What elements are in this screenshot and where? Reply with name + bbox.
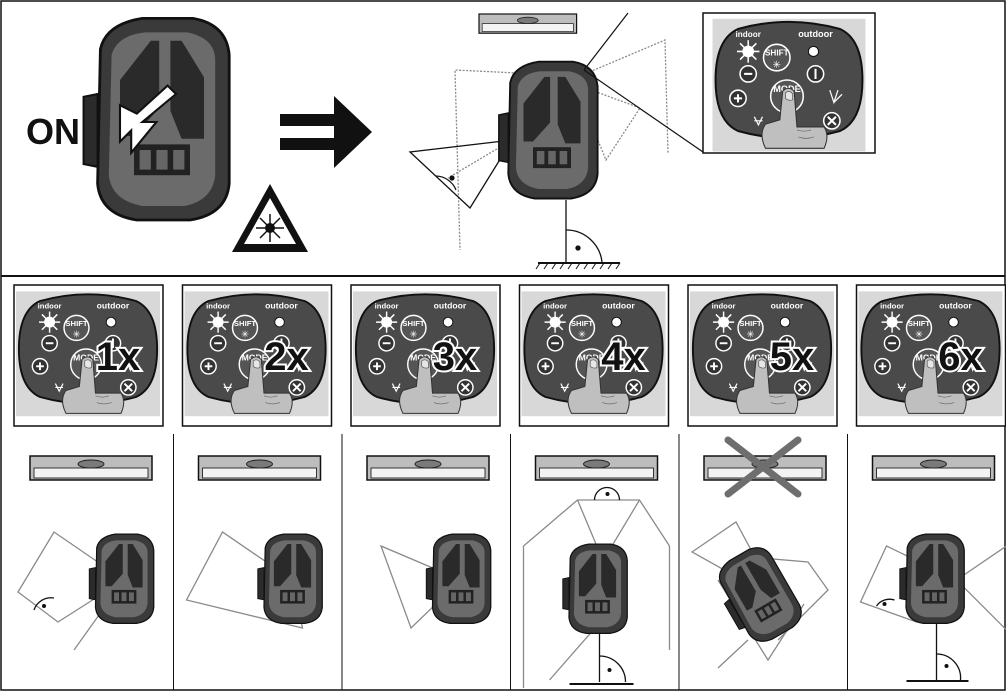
keypad-panel: 2x: [183, 285, 332, 426]
right-angle-marker: [436, 176, 456, 190]
step-4: 4x: [511, 285, 670, 690]
press-count-label: 2x: [264, 335, 309, 379]
laser-device-on-icon: [84, 18, 230, 220]
step-6: 6x: [848, 285, 1006, 690]
keypad-panel: 5x: [688, 285, 837, 426]
press-count-label: 1x: [96, 335, 141, 379]
keypad-panel: 6x: [857, 285, 1006, 426]
step-1: 1x: [14, 285, 163, 650]
plumb-line: [536, 200, 620, 269]
top-panel: ON: [26, 13, 875, 269]
keypad-detail: [713, 19, 866, 152]
keypad-panel: 1x: [14, 285, 163, 426]
spirit-level-icon: [479, 14, 577, 33]
laser-device-icon: [258, 534, 322, 623]
laser-device-icon: [900, 534, 964, 623]
spirit-level-icon: [536, 456, 658, 480]
right-arrow-icon: [280, 96, 372, 168]
spirit-level-icon: [30, 456, 152, 480]
step-5: 5x: [679, 285, 837, 690]
laser-device-icon: [426, 534, 490, 623]
laser-device-icon: [707, 541, 807, 651]
press-count-label: 4x: [601, 335, 646, 379]
step-2: 2x: [174, 285, 332, 690]
laser-device-icon: [499, 62, 598, 199]
step-3: 3x: [342, 285, 500, 690]
spirit-level-icon: [367, 456, 489, 480]
press-count-label: 6x: [938, 335, 983, 379]
spirit-level-icon: [199, 456, 321, 480]
on-label: ON: [26, 111, 80, 152]
mode-steps: 1x 2x 3x 4x 5x 6x: [14, 285, 1006, 690]
laser-warning-icon: [232, 184, 308, 252]
keypad-panel: 4x: [520, 285, 669, 426]
laser-device-icon: [89, 534, 153, 623]
press-count-label: 3x: [433, 335, 478, 379]
spirit-level-icon: [873, 456, 995, 480]
laser-device-icon: [563, 544, 627, 633]
keypad-panel: 3x: [351, 285, 500, 426]
press-count-label: 5x: [770, 335, 815, 379]
